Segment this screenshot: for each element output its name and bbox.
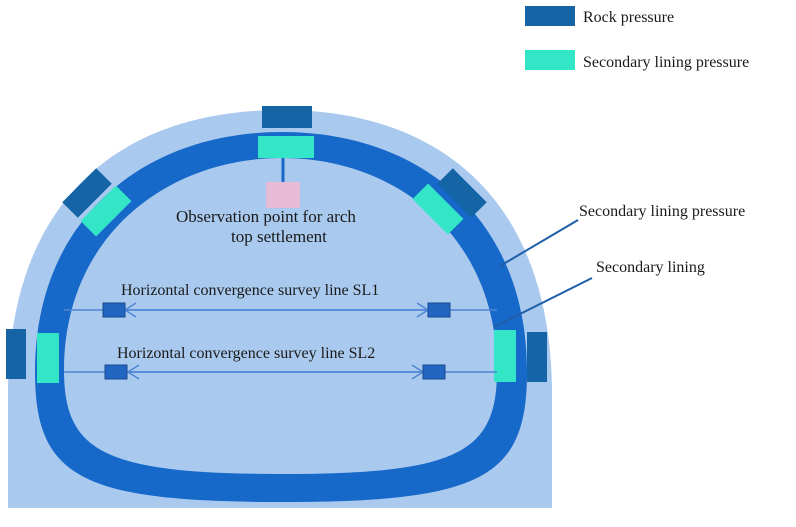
annotation-secondary-lining-pressure: Secondary lining pressure xyxy=(579,203,745,220)
legend-label-lining-pressure: Secondary lining pressure xyxy=(583,54,749,71)
leader-line-secondary-lining xyxy=(493,277,593,328)
survey-point-sl2-left xyxy=(104,364,128,380)
legend-swatch-rock-pressure xyxy=(525,6,575,26)
rock-pressure-gauge-upper-right xyxy=(437,168,487,218)
lining-pressure-gauge-top xyxy=(258,136,314,158)
rock-pressure-gauge-top xyxy=(262,106,312,128)
outer-support-layer xyxy=(8,110,552,508)
survey-line-sl2-arrowhead-left xyxy=(126,364,140,380)
annotation-observation-line2: top settlement xyxy=(231,227,327,246)
lining-pressure-gauge-upper-right xyxy=(412,183,464,235)
label-survey-line-sl2: Horizontal convergence survey line SL2 xyxy=(117,345,375,362)
rock-pressure-gauge-upper-left xyxy=(62,168,112,218)
rock-pressure-gauge-right xyxy=(527,332,547,382)
label-survey-line-sl1: Horizontal convergence survey line SL1 xyxy=(121,282,379,299)
legend-swatch-lining-pressure xyxy=(525,50,575,70)
lining-pressure-gauge-right xyxy=(494,330,516,382)
lining-pressure-gauge-left xyxy=(37,333,59,383)
survey-point-sl2-right xyxy=(422,364,446,380)
annotation-observation-line1: Observation point for arch xyxy=(176,207,356,226)
rock-pressure-gauge-left xyxy=(6,329,26,379)
survey-point-sl1-left xyxy=(102,302,126,318)
lining-pressure-gauge-upper-left xyxy=(80,185,132,237)
survey-point-sl1-right xyxy=(427,302,451,318)
secondary-lining-ring xyxy=(35,132,527,502)
legend-label-rock-pressure: Rock pressure xyxy=(583,9,674,26)
settlement-observation-point xyxy=(266,182,300,208)
annotation-secondary-lining: Secondary lining xyxy=(596,259,705,276)
leader-line-lining-pressure xyxy=(499,219,579,267)
